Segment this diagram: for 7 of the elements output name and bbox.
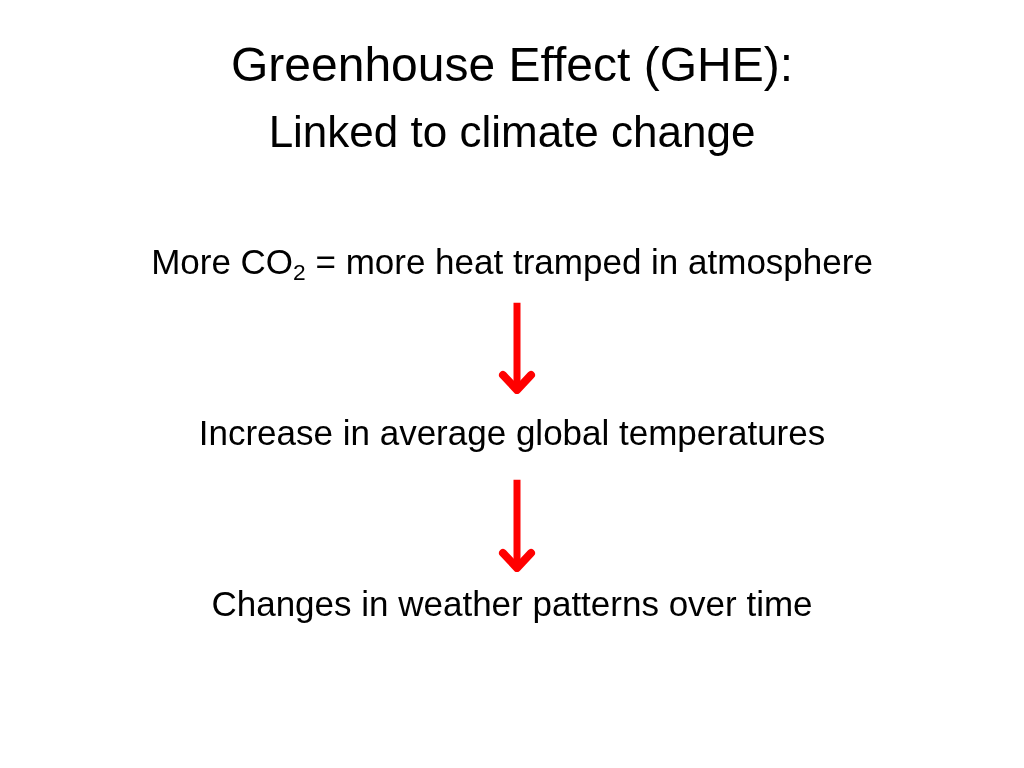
flow-step-text: Increase in average global temperatures [198,412,826,454]
flow-step-text: More CO$_{2}$ = more heat tramped in atmosphere [151,241,873,284]
slide-subtitle: Linked to climate change [268,106,756,158]
arrow [499,302,535,394]
slide-title: Greenhouse Effect (GHE): [231,37,793,93]
flow-step-text: Changes in weather patterns over time [211,583,813,625]
arrow [499,479,535,572]
